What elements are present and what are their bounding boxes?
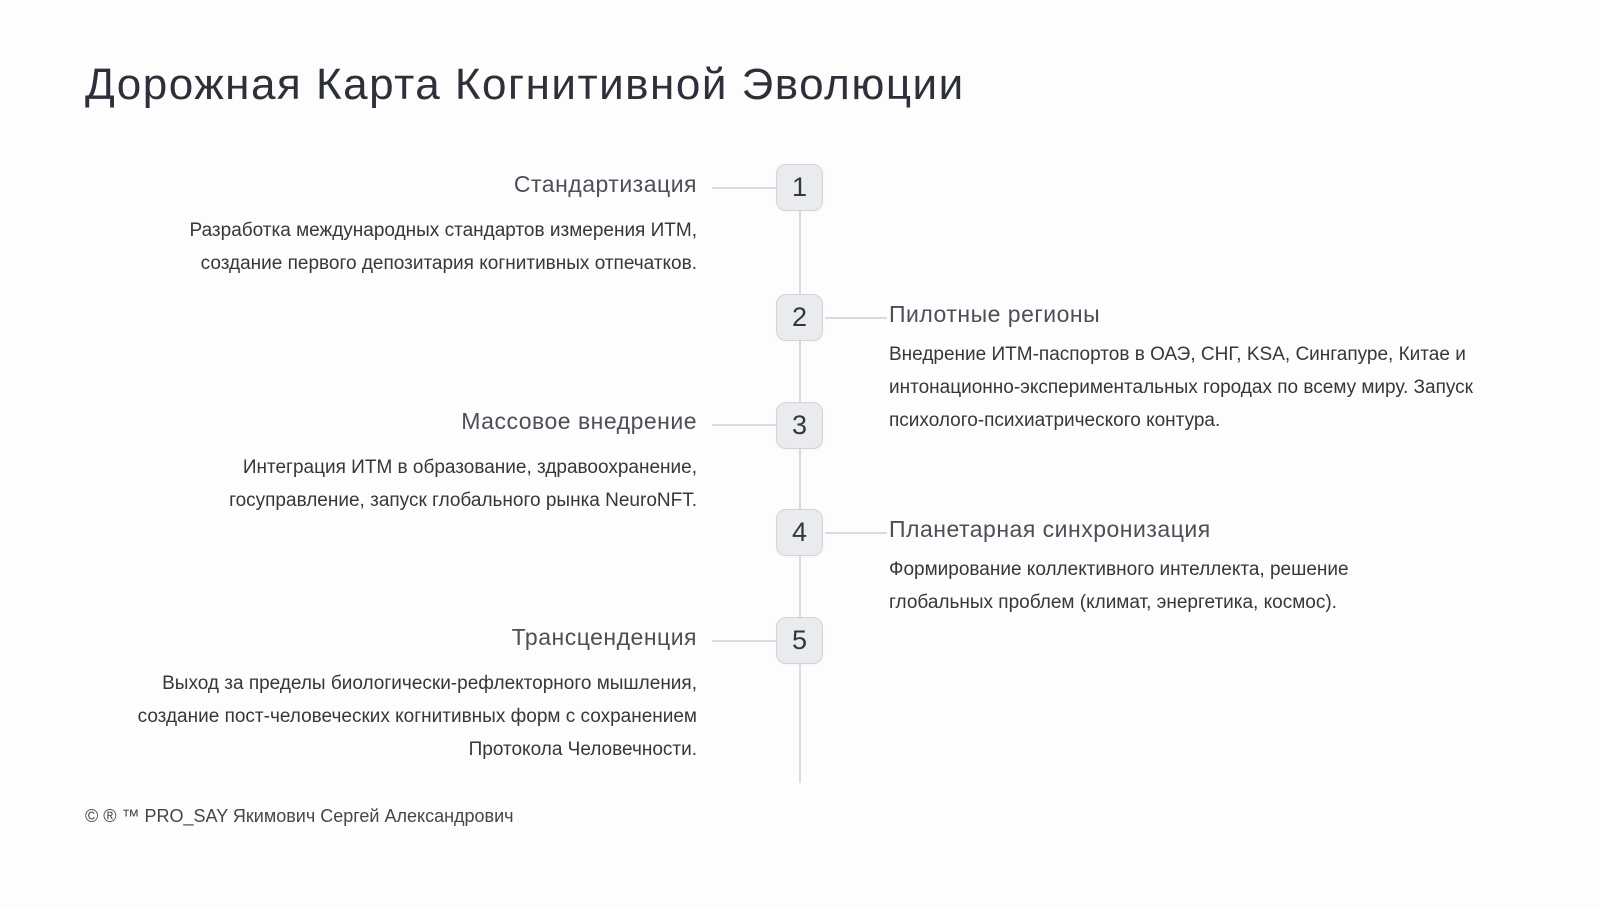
timeline-node-1: 1 bbox=[776, 164, 823, 211]
milestone-entry-mass-adoption: Массовое внедрение Интеграция ИТМ в обра… bbox=[177, 405, 697, 517]
timeline-spine bbox=[799, 210, 801, 783]
connector-milestone-2 bbox=[825, 317, 887, 319]
milestone-title: Стандартизация bbox=[513, 171, 697, 197]
node-number: 1 bbox=[791, 172, 808, 202]
node-number: 4 bbox=[791, 517, 808, 547]
timeline-node-2: 2 bbox=[776, 294, 823, 341]
timeline-node-5: 5 bbox=[776, 617, 823, 664]
timeline-node-3: 3 bbox=[776, 402, 823, 449]
connector-milestone-4 bbox=[825, 532, 887, 534]
milestone-description: Формирование коллективного интеллекта, р… bbox=[889, 559, 1349, 613]
milestone-title: Трансценденция bbox=[511, 624, 697, 650]
connector-milestone-5 bbox=[712, 640, 776, 642]
page-title: Дорожная Карта Когнитивной Эволюции bbox=[85, 60, 965, 109]
copyright-footer: © ® ™ PRO_SAY Якимович Сергей Александро… bbox=[85, 806, 514, 826]
milestone-description: Интеграция ИТМ в образование, здравоохра… bbox=[229, 457, 697, 511]
milestone-description: Выход за пределы биологически-рефлекторн… bbox=[137, 673, 697, 760]
node-number: 5 bbox=[791, 625, 808, 655]
connector-milestone-3 bbox=[712, 424, 776, 426]
milestone-entry-standardization: Стандартизация Разработка международных … bbox=[117, 168, 697, 280]
node-number: 2 bbox=[791, 302, 808, 332]
milestone-entry-transcendence: Трансценденция Выход за пределы биологич… bbox=[87, 621, 697, 766]
milestone-title: Пилотные регионы bbox=[889, 301, 1101, 327]
node-number: 3 bbox=[791, 410, 808, 440]
milestone-description: Внедрение ИТМ-паспортов в ОАЭ, СНГ, KSA,… bbox=[889, 344, 1473, 431]
milestone-entry-pilot-regions: Пилотные регионы Внедрение ИТМ-паспортов… bbox=[889, 298, 1489, 437]
milestone-description: Разработка международных стандартов изме… bbox=[189, 220, 697, 274]
connector-milestone-1 bbox=[712, 187, 776, 189]
timeline-node-4: 4 bbox=[776, 509, 823, 556]
milestone-title: Планетарная синхронизация bbox=[889, 516, 1211, 542]
milestone-title: Массовое внедрение bbox=[461, 408, 697, 434]
milestone-entry-planetary-sync: Планетарная синхронизация Формирование к… bbox=[889, 513, 1409, 619]
